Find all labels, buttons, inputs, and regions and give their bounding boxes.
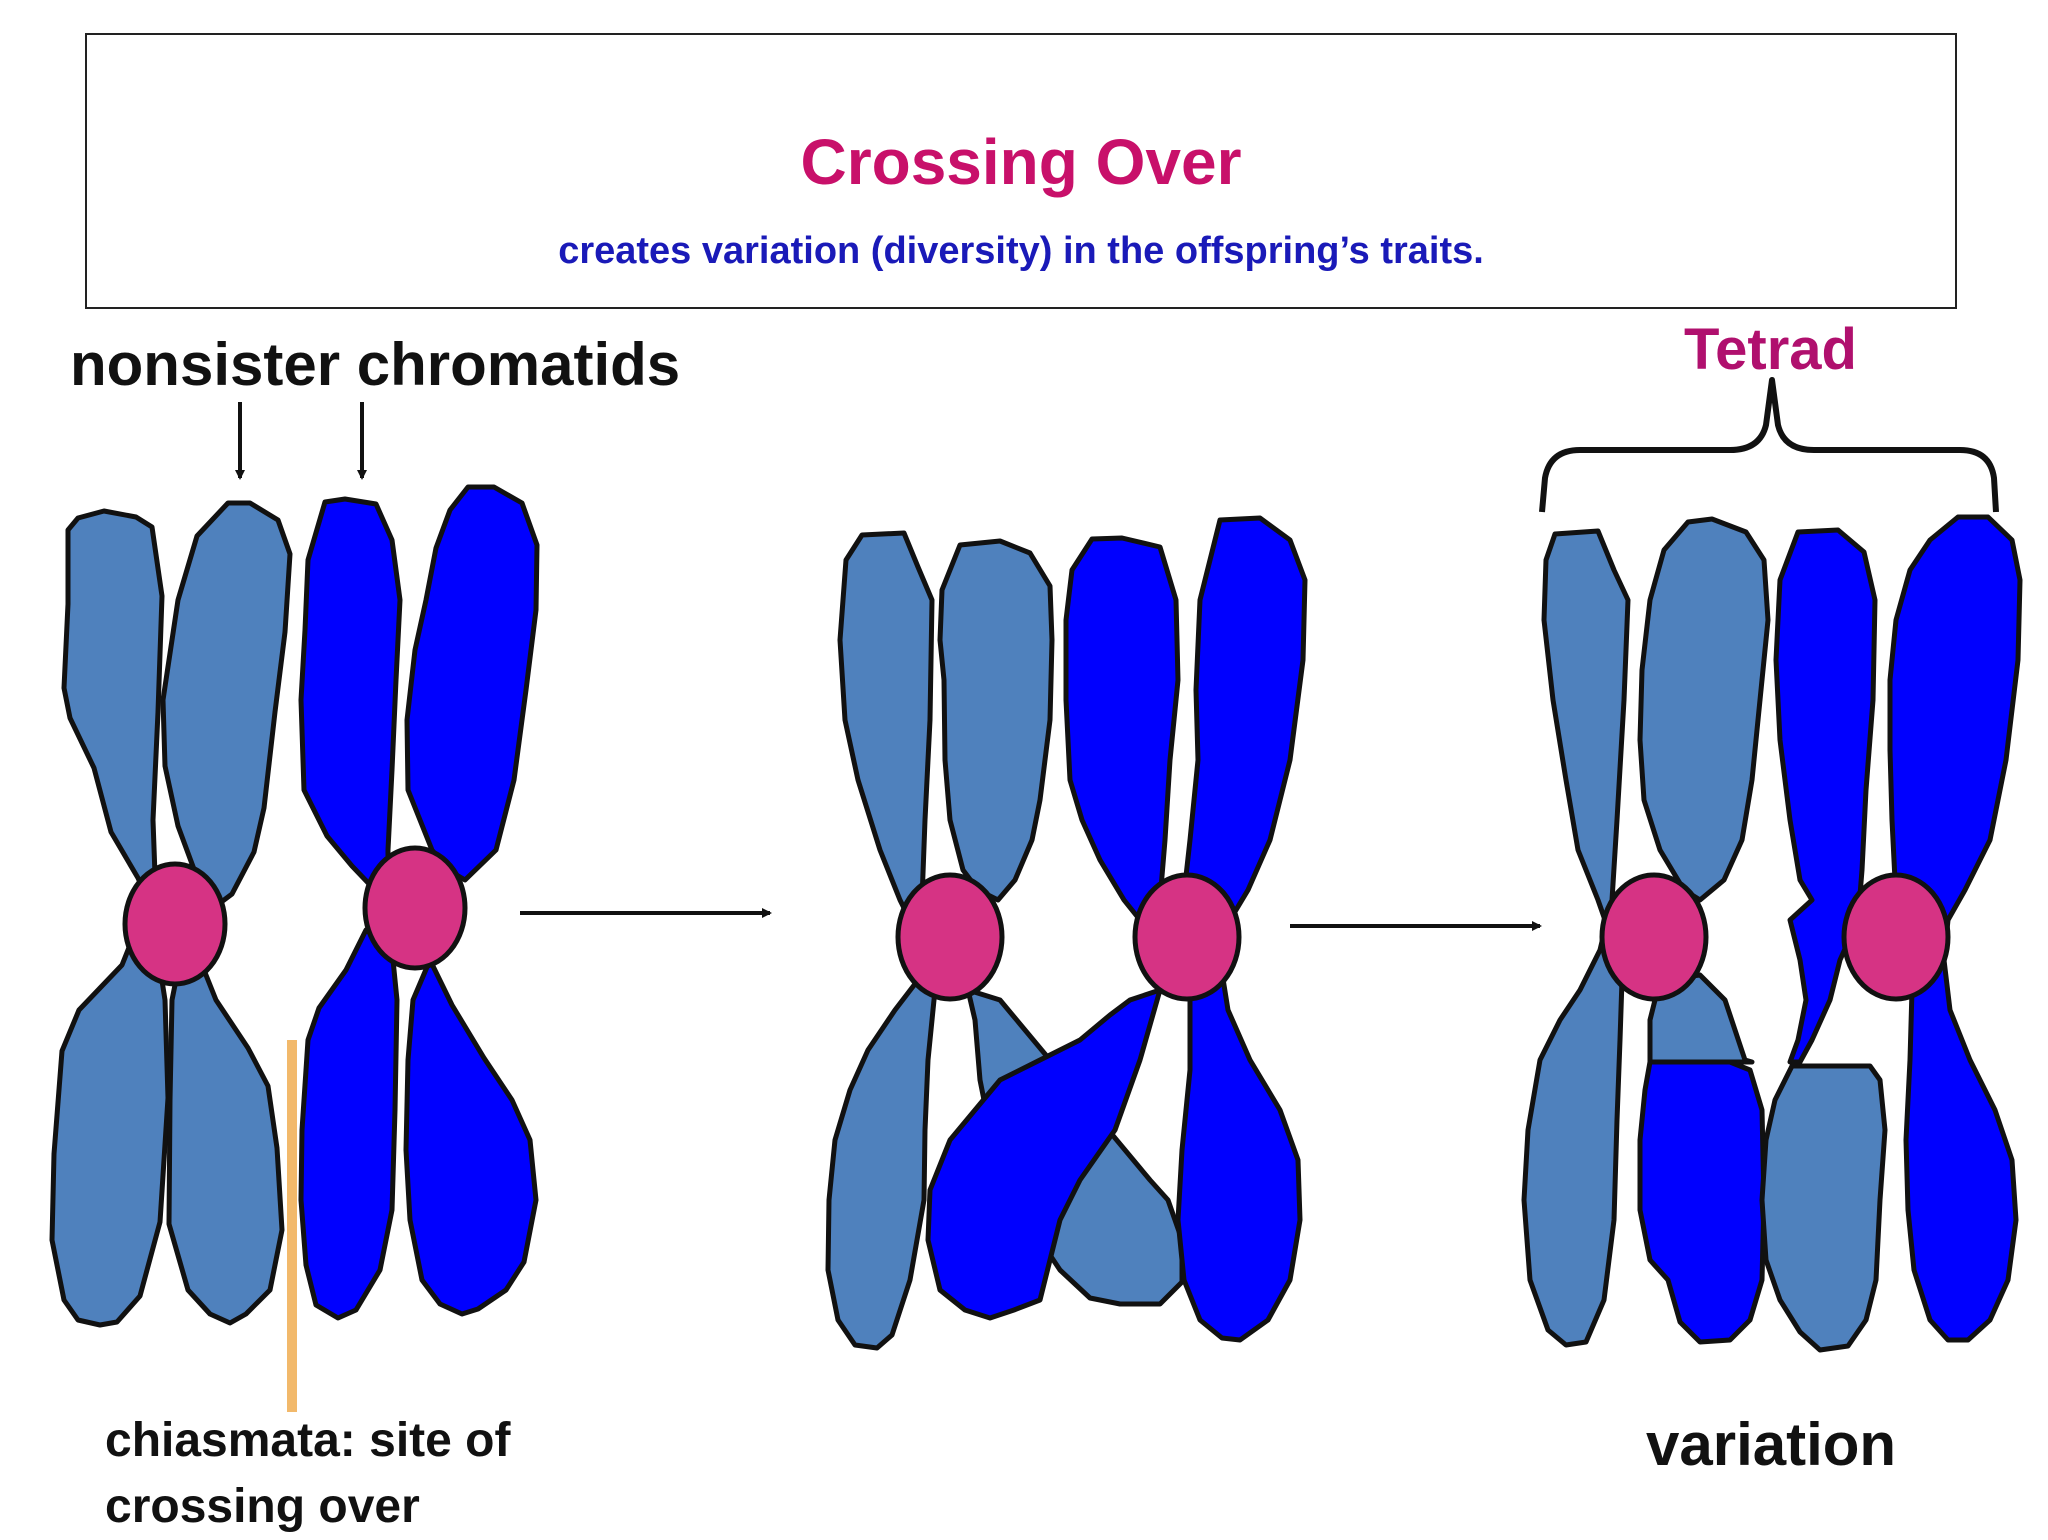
stage1-light-chromatid-right-lower: [166, 957, 285, 1326]
stage1-dark-chromatid-right: [404, 484, 540, 883]
stage3-light-chromatid-2-mid: [1647, 972, 1755, 1065]
page-subtitle: creates variation (diversity) in the off…: [558, 230, 1484, 272]
nonsister-chromatids-label: nonsister chromatids: [70, 331, 681, 398]
stage2-centromere-right: [1132, 872, 1242, 1002]
stage1-light-chromatid-left: [61, 508, 165, 915]
chiasmata-label-line2: crossing over: [105, 1480, 420, 1533]
stage3-recombinant-tetrad: [1521, 514, 2023, 1353]
chiasmata-marker-line: [287, 1040, 297, 1412]
page-title: Crossing Over: [800, 126, 1242, 198]
stage2-crossing-pair: [825, 515, 1308, 1351]
stage1-light-chromatid-left-lower: [49, 927, 171, 1328]
stage3-centromere-right: [1841, 872, 1951, 1002]
stage1-centromere-left: [122, 861, 228, 987]
stage1-light-chromatid-right: [160, 500, 293, 906]
stage3-light-chromatid-2-upper: [1637, 516, 1771, 903]
stage2-centromere-left: [895, 872, 1005, 1002]
stage2-light-chromatid-inner-upper: [937, 538, 1055, 903]
stage1-homologous-pair: [49, 484, 540, 1328]
tetrad-label: Tetrad: [1684, 317, 1857, 382]
stage3-dark-chromatid-4: [1887, 514, 2023, 1343]
stage3-light-segment-on-dark: [1759, 1063, 1888, 1353]
stage1-centromere-right: [362, 845, 468, 971]
stage1-dark-chromatid-left: [298, 496, 403, 891]
stage2-dark-chromatid-crossover-segment: [925, 987, 1163, 1321]
stage2-dark-chromatid-inner-upper: [1063, 535, 1181, 923]
chiasmata-label: chiasmata: site of crossing over: [105, 1408, 625, 1540]
title-box: Crossing Over creates variation (diversi…: [85, 33, 1957, 309]
stage1-dark-chromatid-left-lower: [298, 927, 400, 1321]
stage3-light-chromatid-1: [1521, 528, 1631, 1348]
stage2-light-chromatid-outer: [825, 530, 938, 1351]
variation-label: variation: [1646, 1411, 1897, 1478]
stage3-centromere-left: [1599, 872, 1709, 1002]
stage1-dark-chromatid-right-lower: [403, 957, 539, 1317]
tetrad-brace: [1539, 377, 1999, 513]
chiasmata-label-line1: chiasmata: site of: [105, 1414, 511, 1467]
stage3-dark-segment-on-light: [1637, 1059, 1767, 1345]
